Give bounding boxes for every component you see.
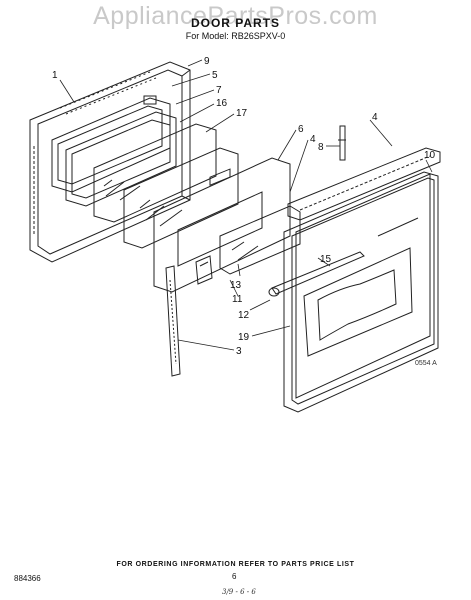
callout-11: 11: [232, 294, 243, 305]
door-top-frame: [287, 147, 441, 221]
door-handle: [268, 251, 365, 297]
diagram-title: DOOR PARTS: [190, 16, 281, 30]
callout-12: 12: [238, 310, 250, 321]
callout-6: 6: [298, 124, 304, 135]
callout-10: 10: [424, 150, 436, 161]
callout-8: 8: [318, 142, 324, 153]
callout-9: 9: [204, 56, 210, 67]
callout-17: 17: [236, 108, 248, 119]
inner-window-glass: [219, 205, 301, 275]
side-trim-strip: [165, 265, 181, 377]
model-line: For Model: RB26SPXV-0: [185, 31, 286, 41]
document-number: 884366: [14, 574, 41, 583]
callout-4-liner: 4: [310, 134, 316, 145]
hinge-screw: [338, 125, 346, 161]
glass-panel: [123, 147, 239, 249]
window-glass: [93, 123, 217, 223]
watermark: AppliancePartsPros.com: [93, 2, 378, 30]
callout-4-frame: 4: [372, 112, 378, 123]
page-number: 6: [232, 572, 237, 581]
outer-door-panel: [29, 61, 191, 263]
callout-13: 13: [230, 280, 242, 291]
callout-labels: 1 9 5 7 16 17 6 4 8 4 10 15 13 11 12 19 …: [52, 56, 436, 357]
callout-7: 7: [216, 85, 222, 96]
callout-3: 3: [236, 346, 242, 357]
hinge-bracket: [195, 255, 213, 285]
callout-5: 5: [212, 70, 218, 81]
outer-door-glass: [283, 171, 439, 413]
diagram-code: 0554 A: [415, 360, 437, 367]
callout-19: 19: [238, 332, 250, 343]
door-liner: [153, 157, 291, 293]
ordering-info-footer: FOR ORDERING INFORMATION REFER TO PARTS …: [116, 561, 355, 568]
handwritten-note: 3/9 - 6 - 6: [222, 588, 256, 596]
callout-15: 15: [320, 254, 332, 265]
leader-lines: [59, 59, 433, 351]
callout-16: 16: [216, 98, 228, 109]
callout-1: 1: [52, 70, 58, 81]
small-glass-pane: [65, 111, 177, 207]
